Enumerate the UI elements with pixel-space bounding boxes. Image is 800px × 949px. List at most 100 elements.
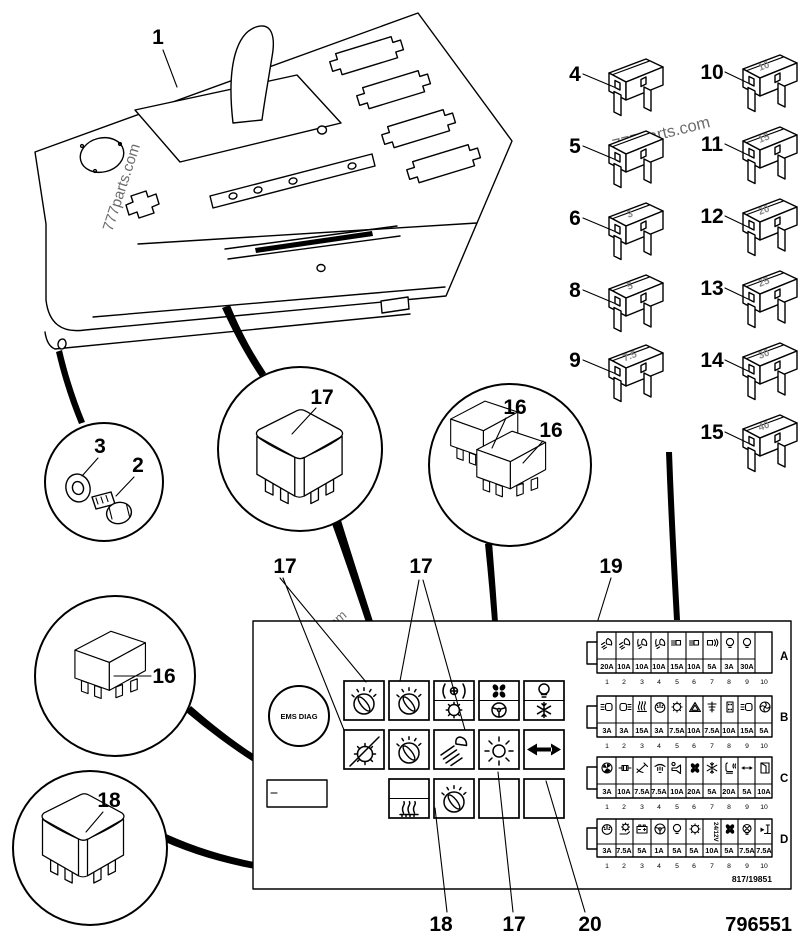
fuse-number: 2 (622, 679, 626, 686)
callout-fuse-10: 10 (700, 61, 723, 84)
fuse-marking: 10 (757, 59, 772, 73)
fuse-number: 8 (727, 679, 731, 686)
callout-20-bottom: 20 (578, 913, 601, 936)
callout-17-bottom: 17 (502, 913, 525, 936)
fuse-amp: 20A (600, 662, 614, 671)
fuse-number: 8 (727, 863, 731, 870)
fuse-amp: 10A (617, 662, 631, 671)
fuse-6 (608, 202, 664, 261)
fuse-amp: 3A (602, 787, 612, 796)
fuse-illustrations: 3 5 7.5 10 15 20 25 30 40 4 5 6 8 9 10 1… (569, 54, 798, 473)
fuse-number: 2 (622, 863, 626, 870)
fuse-amp: 5A (742, 787, 752, 796)
fuse-number: 6 (692, 743, 696, 750)
fuse-12 (742, 198, 798, 257)
fuse-amp: 15A (740, 726, 754, 735)
fuse-amp: 10A (757, 787, 771, 796)
leader-swooshes (56, 305, 680, 875)
row-letter: D (780, 834, 788, 846)
row-letter: A (780, 651, 788, 663)
fuse-marking: 7.5 (622, 349, 639, 364)
fuse-amp: 15A (670, 662, 684, 671)
callout-fuse-6: 6 (569, 207, 581, 230)
callout-bracket: 1 (152, 26, 164, 49)
fuse-amp: 5A (707, 662, 717, 671)
fuse-number: 1 (605, 804, 609, 811)
fuse-number: 1 (605, 743, 609, 750)
fuse-amp: 10A (687, 662, 701, 671)
fuse-number: 7 (710, 863, 714, 870)
fuse-10 (742, 54, 798, 113)
fuse-row-B: 3A 3A 15A 3A 7.5A 10A 7.5A 10A 15A 5A 1 … (586, 695, 788, 750)
fuse-number: 9 (745, 679, 749, 686)
fuse-number: 9 (745, 863, 749, 870)
fuse-number: 6 (692, 679, 696, 686)
fuse-amp: 7.5A (739, 846, 755, 855)
fuse-amp: 7.5A (704, 726, 720, 735)
fuse-number: 2 (622, 743, 626, 750)
fuse-number: 3 (640, 743, 644, 750)
fuse-amp: 3A (602, 846, 612, 855)
fuse-amp: 3A (602, 726, 612, 735)
fuse-number: 10 (760, 863, 768, 870)
callout-fuse-15: 15 (700, 421, 724, 444)
fuse-11 (742, 126, 798, 185)
fuse-amp: 7.5A (634, 787, 650, 796)
fuse-amp: 20A (687, 787, 701, 796)
fuse-marking: 20 (757, 203, 772, 217)
fuse-number: 6 (692, 863, 696, 870)
callout-17-left: 17 (273, 555, 296, 578)
bolt (91, 491, 133, 525)
fuse-amp: 5A (724, 846, 734, 855)
fuse-number: 7 (710, 679, 714, 686)
detail-circle-relay-pair-16: 16 16 (428, 383, 592, 547)
fuse-amp: 3A (619, 726, 629, 735)
fuse-amp: 10A (705, 846, 719, 855)
fuse-number: 5 (675, 679, 679, 686)
fuse-number: 4 (657, 679, 661, 686)
callout-fuse-13: 13 (700, 277, 723, 300)
fuse-amp: 30A (740, 662, 754, 671)
row-letter: C (780, 773, 788, 785)
fuse-amp: 20A (722, 787, 736, 796)
fuse-amp: 5A (672, 846, 682, 855)
fuse-13 (742, 270, 798, 329)
fuse-14 (742, 342, 798, 401)
fuse-number: 10 (760, 743, 768, 750)
relay-slot-empty (523, 778, 565, 819)
fuse-amp: 10A (635, 662, 649, 671)
fuse-number: 6 (692, 804, 696, 811)
callout-relay-16: 16 (539, 419, 562, 442)
fuse-amp: 7.5A (669, 726, 685, 735)
fuse-amp: 7.5A (616, 846, 632, 855)
fuse-amp: 5A (759, 726, 769, 735)
fuse-marking: 25 (757, 275, 772, 289)
fuse-amp: 5A (707, 787, 717, 796)
fuse-amp: 7.5A (756, 846, 772, 855)
callout-fuse-9: 9 (569, 349, 581, 372)
fuse-amp: 5A (637, 846, 647, 855)
fuse-amp: 5A (689, 846, 699, 855)
fuse-amp: 10A (722, 726, 736, 735)
document-number: 796551 (725, 914, 792, 936)
fuse-number: 10 (760, 679, 768, 686)
fuse-number: 2 (622, 804, 626, 811)
fuse-number: 8 (727, 743, 731, 750)
fuse-amp: 15A (635, 726, 649, 735)
switch-cutouts (329, 36, 482, 184)
fuse-marking: 30 (757, 347, 772, 361)
fuse-number: 9 (745, 804, 749, 811)
callout-washer: 3 (94, 435, 106, 458)
fuse-number: 3 (640, 863, 644, 870)
fuse-15 (742, 414, 798, 473)
fuse-marking: 3 (626, 208, 636, 220)
fuse-amp: 10A (652, 662, 666, 671)
detail-circle-relay-17: 17 (217, 366, 383, 532)
callout-relay-16: 16 (503, 396, 526, 419)
callout-relay-17: 17 (310, 386, 333, 409)
callout-bolt: 2 (132, 454, 144, 477)
fuse-number: 4 (657, 863, 661, 870)
callout-fuse-5: 5 (569, 135, 581, 158)
fuse-number: 7 (710, 743, 714, 750)
